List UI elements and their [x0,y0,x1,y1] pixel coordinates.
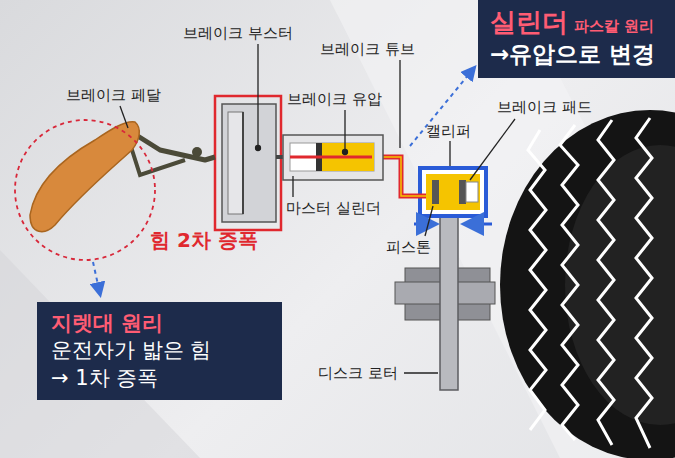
brake-fluid-line [383,157,426,196]
part-label: 브레이크 튜브 [320,40,415,58]
brake-booster [215,96,281,230]
callout-arrow [93,262,100,294]
brake-tube [383,157,426,196]
tire [500,110,675,458]
part-label: 브레이크 유압 [287,90,382,108]
master-cylinder [283,135,383,180]
info-box: 지렛대 원리운전자가 밟은 힘 → 1차 증폭 [37,302,282,400]
box-heading: 실린더 [490,7,568,37]
callout-arrow [410,68,474,146]
box-body: 운전자가 밟은 힘 → 1차 증폭 [51,337,235,392]
box-heading: 지렛대 원리 [51,310,268,337]
disc-rotor [395,175,495,390]
part-label: 캘리퍼 [426,122,471,140]
part-label: 브레이크 패드 [497,98,592,116]
part-label: 브레이크 페달 [66,86,161,104]
box-subheading: 파스칼 원리 [574,17,654,35]
part-label: 디스크 로터 [318,364,398,382]
box-line: 실린더 파스칼 원리 [490,6,663,40]
part-label: 브레이크 부스터 [183,24,293,42]
info-box: 실린더 파스칼 원리 →유압으로 변경 [478,0,675,78]
box-body: →유압으로 변경 [490,40,663,70]
force-note: 힘 2차 증폭 [150,228,258,252]
part-label: 마스터 실린더 [286,199,381,217]
part-label: 피스톤 [386,238,431,256]
